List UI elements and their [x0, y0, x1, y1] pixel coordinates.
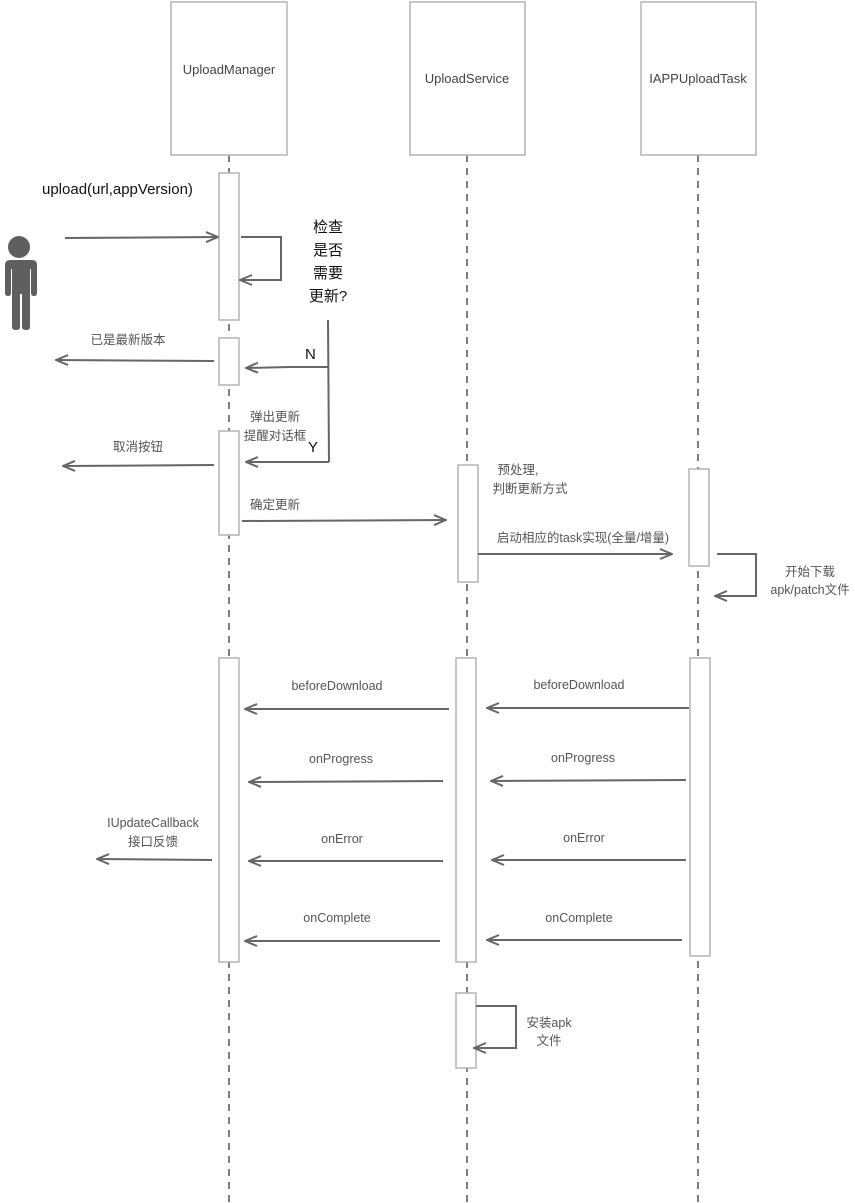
activation-bar	[218, 337, 240, 386]
message-on-progress: onProgress	[309, 752, 373, 766]
participant-upload-manager: UploadManager	[170, 1, 288, 156]
label-branch-no: N	[305, 346, 316, 363]
message-start-task: 启动相应的task实现(全量/增量)	[497, 530, 669, 545]
arrow-confirm-update	[241, 520, 446, 521]
message-show-dialog: 弹出更新	[250, 409, 300, 424]
note-start-download: apk/patch文件	[770, 582, 849, 597]
arrow-already-latest	[56, 360, 215, 361]
participant-label: IAPPUploadTask	[649, 71, 747, 86]
activation-bar	[218, 172, 240, 321]
note-preprocess: 预处理,	[498, 463, 539, 477]
message-on-progress: onProgress	[551, 751, 615, 765]
decision-line	[327, 319, 330, 463]
activation-bar	[218, 657, 240, 963]
svg-text:是否: 是否	[313, 242, 343, 259]
activation-bar	[689, 657, 711, 957]
note-install-apk: 文件	[536, 1033, 561, 1048]
message-callback-feedback: 接口反馈	[128, 834, 178, 849]
message-confirm-update: 确定更新	[250, 497, 300, 512]
message-on-error: onError	[321, 832, 363, 846]
arrow-upload	[64, 237, 218, 238]
arrow-on-progress	[491, 780, 687, 781]
activation-bar	[688, 468, 710, 567]
activation-bar	[218, 430, 240, 536]
arrow-cancel	[63, 465, 215, 466]
participant-label: UploadManager	[183, 62, 276, 77]
note-preprocess: 判断更新方式	[492, 481, 568, 496]
participant-iapp-upload-task: IAPPUploadTask	[640, 1, 757, 156]
participant-upload-service: UploadService	[409, 1, 526, 156]
message-on-error: onError	[563, 831, 605, 845]
arrow-self-install	[474, 1005, 517, 1048]
message-before-download: beforeDownload	[533, 678, 624, 692]
arrow-self-check	[240, 236, 282, 280]
message-upload-call: upload(url,appVersion)	[42, 181, 193, 198]
arrow-callback-feedback	[97, 859, 213, 860]
message-already-latest: 已是最新版本	[90, 332, 166, 347]
label-branch-yes: Y	[308, 439, 318, 456]
activation-bar	[455, 657, 477, 963]
activation-bar	[457, 464, 479, 583]
message-show-dialog: 提醒对话框	[244, 428, 307, 443]
note-check-update: 检查 是否 需要 更新?	[309, 219, 347, 305]
message-on-complete: onComplete	[545, 911, 612, 925]
message-callback-feedback: IUpdateCallback	[107, 816, 199, 830]
note-install-apk: 安装apk	[526, 1015, 572, 1030]
message-cancel: 取消按钮	[113, 439, 163, 454]
message-before-download: beforeDownload	[291, 679, 382, 693]
arrow-branch-no	[246, 367, 328, 368]
svg-text:更新?: 更新?	[309, 288, 347, 305]
svg-text:需要: 需要	[313, 265, 343, 282]
person-icon	[5, 236, 37, 330]
message-on-complete: onComplete	[303, 911, 370, 925]
arrow-self-download	[715, 553, 757, 596]
svg-text:检查: 检查	[313, 219, 343, 236]
note-start-download: 开始下载	[785, 565, 836, 579]
activation-bar	[455, 992, 477, 1069]
arrow-on-progress	[249, 781, 444, 782]
participant-label: UploadService	[425, 71, 510, 86]
